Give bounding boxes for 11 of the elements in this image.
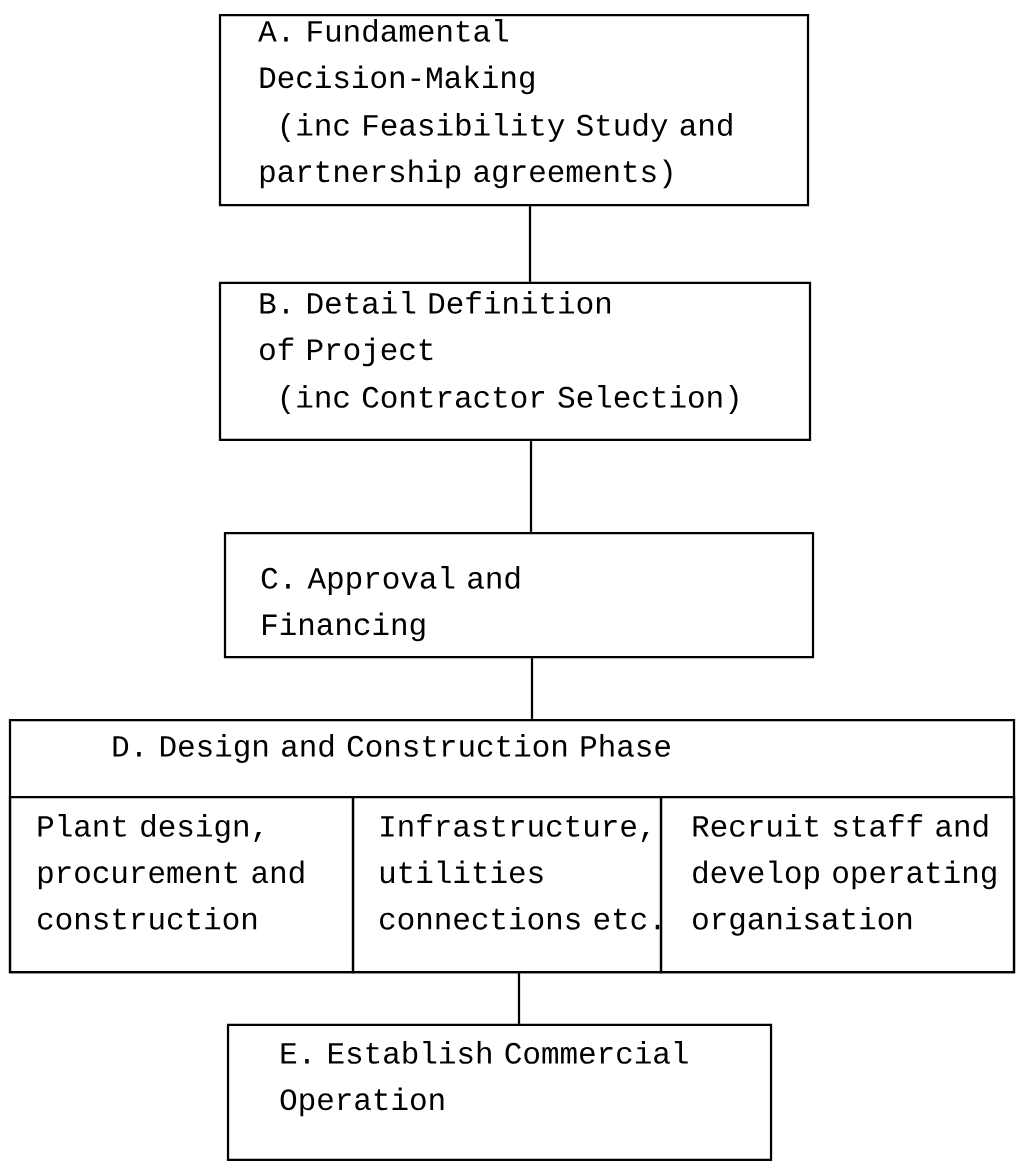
- connector-line: [530, 658, 534, 719]
- connector-line: [529, 441, 533, 532]
- column-box: Recruit staff and develop operating organisation: [659, 795, 1016, 974]
- process-box: E. Establish Commercial Operation: [226, 1023, 773, 1162]
- column-box: Infrastructure, utilities connections etc.: [351, 795, 663, 974]
- column-box: Plant design, procurement and construction: [8, 795, 355, 974]
- process-box: B. Detail Definition of Project (inc Contractor Selection): [218, 281, 812, 442]
- process-box: A. Fundamental Decision-Making (inc Feasibility Study and partnership agreements): [218, 13, 810, 207]
- connector-line: [528, 206, 532, 282]
- process-box: C. Approval and Financing: [223, 531, 815, 659]
- connector-line: [517, 973, 521, 1024]
